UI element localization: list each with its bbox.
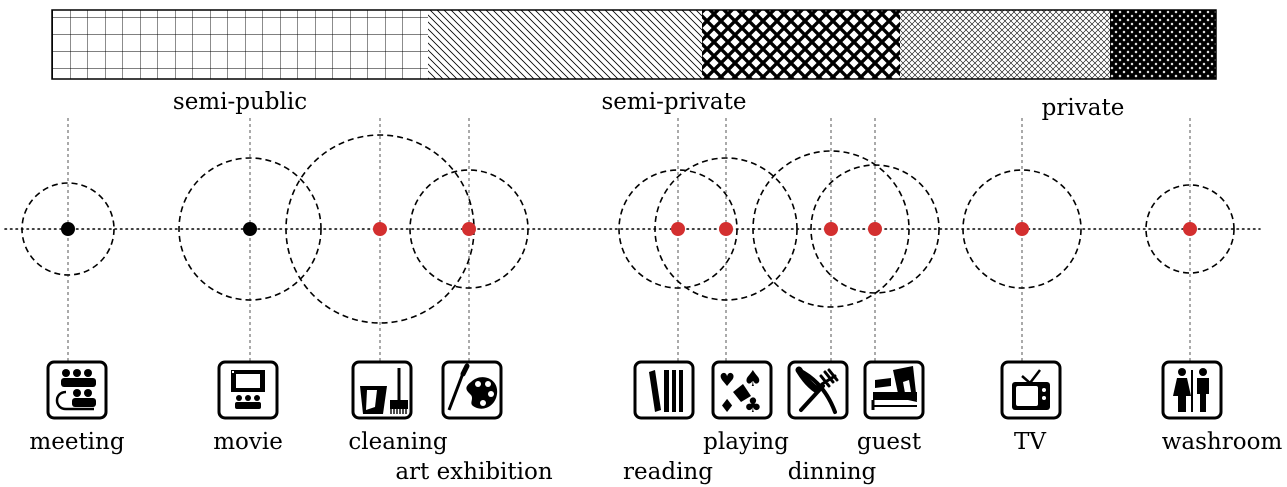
svg-text:♥: ♥ — [719, 370, 735, 391]
activity-label-washroom: washroom — [1162, 429, 1283, 455]
art-palette-icon — [441, 360, 503, 420]
tv-icon — [1000, 360, 1062, 420]
activity-dot — [373, 222, 387, 236]
activity-dot — [824, 222, 838, 236]
privacy-gradient-bar — [51, 9, 1217, 80]
activity-dot — [462, 222, 476, 236]
activity-label-movie: movie — [213, 429, 283, 455]
meeting-icon — [46, 360, 108, 420]
activity-dots — [61, 222, 1197, 236]
vertical-guides — [67, 118, 1191, 362]
zone-label-semi-private: semi-private — [602, 89, 747, 115]
guest-bed-icon — [863, 360, 925, 420]
activity-dot — [61, 222, 75, 236]
activity-label-art-exhibition: art exhibition — [395, 459, 553, 485]
cleaning-icon — [351, 360, 413, 420]
activity-label-guest: guest — [857, 429, 922, 455]
semi-private-band-light — [428, 10, 702, 79]
activity-label-dinning: dinning — [788, 459, 877, 485]
washroom-icon — [1161, 360, 1223, 420]
movie-icon — [217, 360, 279, 420]
activity-label-playing: playing — [703, 429, 789, 455]
activity-label-cleaning: cleaning — [348, 429, 448, 455]
svg-text:♣: ♣ — [744, 393, 762, 417]
activity-dot — [1015, 222, 1029, 236]
svg-text:♠: ♠ — [743, 367, 763, 392]
fork-knife-icon — [787, 360, 849, 420]
activity-dot — [671, 222, 685, 236]
books-icon — [633, 360, 695, 420]
activity-label-meeting: meeting — [29, 429, 124, 455]
semi-private-band-dense — [702, 10, 900, 79]
zone-label-semi-public: semi-public — [173, 89, 307, 115]
private-band-dense — [1110, 10, 1216, 79]
playing-cards-icon: ♥ ♠ ♦ ♣ — [711, 360, 773, 420]
semi-public-band — [52, 10, 428, 79]
band-border — [51, 9, 1217, 80]
svg-text:♦: ♦ — [719, 396, 735, 417]
activity-dot — [868, 222, 882, 236]
zone-label-private: private — [1042, 95, 1125, 121]
private-band-light — [900, 10, 1110, 79]
activity-label-reading: reading — [623, 459, 713, 485]
activity-dot — [1183, 222, 1197, 236]
activity-dot — [243, 222, 257, 236]
activity-label-tv: TV — [1014, 429, 1046, 455]
activity-dot — [719, 222, 733, 236]
